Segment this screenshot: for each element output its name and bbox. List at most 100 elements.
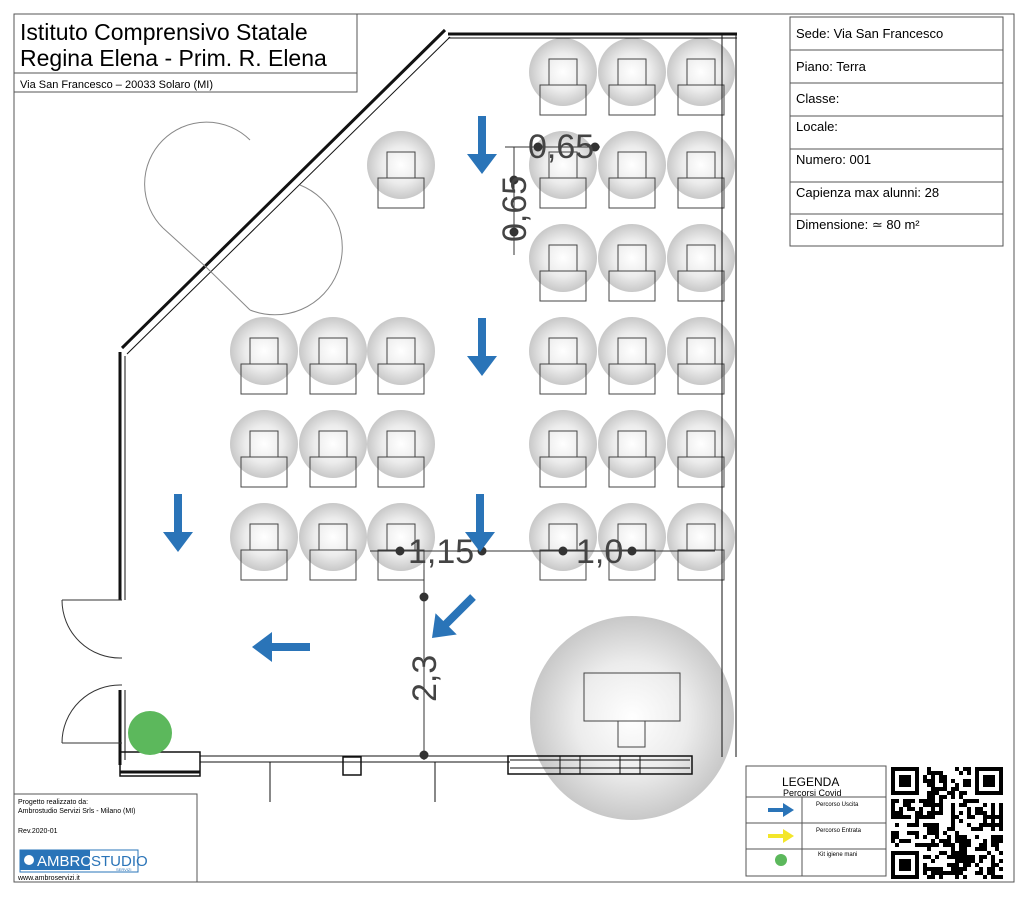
school-name-line1: Istituto Comprensivo Statale [20,19,308,45]
legend-box: LEGENDA Percorsi Covid Percorso Uscita P… [745,765,887,877]
desk [240,363,288,395]
desk [608,456,656,488]
seat-distance-circle [299,317,367,385]
student-desk [608,244,656,302]
student-desk [539,151,587,209]
desk [539,363,587,395]
legend-title: LEGENDA [782,775,839,789]
left-double-door [61,599,123,744]
student-desk [309,337,357,395]
logo-text-studio: STUDIO [91,853,148,870]
info-sede: Sede: Via San Francesco [796,26,943,41]
seat-distance-circle [529,317,597,385]
credits-line2: Ambrostudio Servizi Srls - Milano (MI) [18,808,135,815]
student-desk [677,523,725,581]
student-desk [677,244,725,302]
seat-distance-circle [667,410,735,478]
legend-entry-label: Percorso Entrata [816,828,862,834]
seat-distance-circle [299,503,367,571]
desk [539,456,587,488]
desk [677,549,725,581]
legend-exit-arrow-icon [768,803,794,817]
desk [309,363,357,395]
school-address: Via San Francesco – 20033 Solaro (MI) [20,79,213,91]
school-name-line2: Regina Elena - Prim. R. Elena [20,45,327,71]
desk [539,270,587,302]
desk [240,549,288,581]
student-desk [539,244,587,302]
seat-distance-circle [598,131,666,199]
credits-box: Progetto realizzato da: Ambrostudio Serv… [13,793,198,883]
student-desk [377,430,425,488]
student-desk [677,151,725,209]
legend-entry-arrow-icon [768,829,794,843]
desk [539,177,587,209]
student-desk [608,337,656,395]
exit-arrow-icon [163,494,193,552]
desk [309,456,357,488]
legend-exit-label: Percorso Uscita [816,802,859,808]
desk [608,270,656,302]
exit-arrow-icon [467,116,497,174]
seat-distance-circle [367,503,435,571]
ambrostudio-logo: AMBRO STUDIO SERVIZI [19,849,148,873]
seat-distance-circle [299,410,367,478]
page-frame [13,13,1015,883]
desk [539,84,587,116]
credits-line1: Progetto realizzato da: [18,799,88,806]
hand-sanitizer-kit-marker [128,711,172,755]
info-classe: Classe: [796,91,839,106]
seat-distance-circle [598,503,666,571]
student-desk [309,523,357,581]
info-piano: Piano: Terra [796,59,867,74]
distancing-circles [230,38,735,571]
exit-arrow-icon [432,594,476,638]
credits-revision: Rev.2020-01 [18,828,58,835]
student-desk [608,58,656,116]
legend-subtitle: Percorsi Covid [783,788,842,798]
desk [677,84,725,116]
seat-distance-circle [230,410,298,478]
desk [377,177,425,209]
student-desk [539,58,587,116]
desk [309,549,357,581]
desk [677,363,725,395]
student-desk [677,430,725,488]
dimension-065-vertical: 0,65 [496,176,534,242]
seat-distance-circle [667,38,735,106]
legend-kit-icon [775,854,787,866]
student-desk [539,430,587,488]
student-desk [377,337,425,395]
seat-distance-circle [529,503,597,571]
student-desk [608,430,656,488]
exit-arrow-icon [465,494,495,552]
sun-icon [24,855,34,865]
title-block: Istituto Comprensivo Statale Regina Elen… [13,13,358,93]
student-desk [677,337,725,395]
teacher-distance-circle [530,616,734,820]
info-locale: Locale: [796,119,838,134]
diagonal-double-door [144,121,343,316]
seat-distance-circle [667,224,735,292]
dimension-23: 2,3 [406,655,444,702]
desk [677,177,725,209]
seat-distance-circle [529,224,597,292]
seat-distance-circle [598,317,666,385]
dimension-lines [370,142,715,760]
desk [377,363,425,395]
student-desk [608,151,656,209]
student-desk [240,337,288,395]
logo-text-ambro: AMBRO [37,853,92,870]
legend-kit-label: Kit igiene mani [818,852,857,858]
dimension-10: 1,0 [576,533,623,571]
info-numero: Numero: 001 [796,152,871,167]
exit-route-arrows [163,116,497,662]
credits-website: www.ambroservizi.it [17,875,80,882]
teacher-chair [617,720,646,748]
seat-distance-circle [667,503,735,571]
logo-text-servizi: SERVIZI [116,867,132,872]
seat-distance-circle [367,317,435,385]
seat-distance-circle [529,131,597,199]
desk [677,456,725,488]
